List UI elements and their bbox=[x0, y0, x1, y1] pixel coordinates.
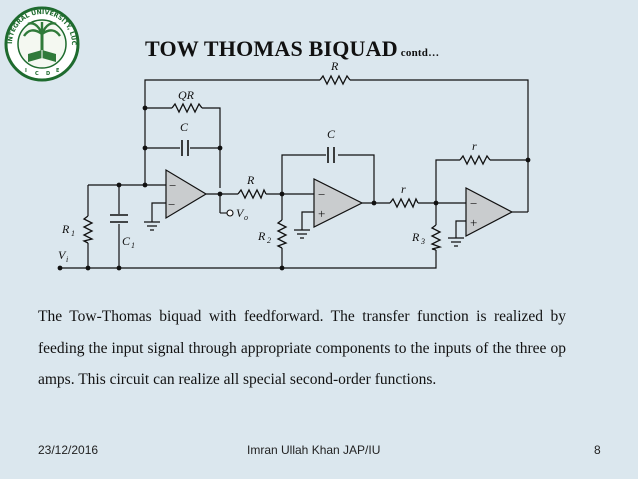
label-vo: V bbox=[236, 206, 245, 220]
label-c1-sub: 1 bbox=[131, 241, 135, 250]
circuit-wires bbox=[60, 79, 529, 269]
op1-minus: − bbox=[169, 178, 176, 193]
op3-plus: + bbox=[470, 215, 477, 230]
resistor-qr bbox=[171, 102, 203, 114]
label-c-feedback: C bbox=[180, 120, 189, 134]
label-qr: QR bbox=[178, 88, 195, 102]
logo-initial: E bbox=[56, 68, 60, 74]
resistor-r3 bbox=[430, 224, 443, 251]
university-logo: INTEGRAL UNIVERSITY, LUCKNOW I C D E bbox=[4, 6, 80, 82]
capacitors bbox=[110, 140, 335, 223]
resistor-r1 bbox=[82, 215, 94, 244]
resistor-r2 bbox=[276, 219, 288, 249]
resistors bbox=[82, 74, 491, 251]
slide-caption: The Tow-Thomas biquad with feedforward. … bbox=[38, 308, 566, 388]
vo-terminal bbox=[226, 209, 234, 217]
label-r2-sub: 2 bbox=[267, 236, 271, 245]
op2-minus: − bbox=[318, 187, 325, 202]
op1-plus: − bbox=[168, 197, 175, 212]
resistor-r-mid bbox=[237, 188, 267, 200]
logo-initial: D bbox=[46, 71, 50, 77]
label-r-top: R bbox=[330, 59, 339, 73]
label-r-small1: r bbox=[401, 182, 406, 196]
slide-title-suffix: contd… bbox=[400, 47, 440, 59]
ground-icon bbox=[144, 221, 160, 231]
resistor-r-small1 bbox=[389, 197, 419, 209]
opamp-signs: − − − + − + bbox=[168, 178, 477, 230]
ground-icon bbox=[448, 237, 464, 247]
label-vi: V bbox=[58, 248, 67, 262]
ground-icon bbox=[294, 229, 310, 239]
ground-symbols bbox=[144, 221, 464, 247]
logo-initial: C bbox=[35, 71, 39, 77]
footer-page-number: 8 bbox=[594, 443, 601, 457]
op-amps bbox=[165, 168, 514, 237]
label-r3-sub: 3 bbox=[420, 237, 425, 246]
label-vo-sub: o bbox=[244, 213, 248, 222]
label-c1: C bbox=[122, 234, 131, 248]
capacitor-c1 bbox=[110, 214, 128, 223]
op3-minus: − bbox=[470, 196, 477, 211]
capacitor-c2 bbox=[327, 147, 335, 163]
logo-initial: I bbox=[25, 68, 27, 74]
label-r-small2: r bbox=[472, 139, 477, 153]
label-r-mid: R bbox=[246, 173, 255, 187]
label-vi-sub: i bbox=[66, 255, 68, 264]
resistor-r-small2 bbox=[459, 154, 491, 166]
label-r1-sub: 1 bbox=[71, 229, 75, 238]
footer-date: 23/12/2016 bbox=[38, 443, 99, 457]
label-c2: C bbox=[327, 127, 336, 141]
slide-title-main: TOW THOMAS BIQUAD bbox=[145, 36, 398, 61]
label-r3: R bbox=[411, 230, 420, 244]
component-labels: R QR C R V o C r r R 1 C 1 R 2 R 3 V i bbox=[58, 59, 477, 264]
opamp-1 bbox=[165, 168, 208, 220]
junction-dots bbox=[57, 105, 531, 271]
capacitor-c-feedback bbox=[181, 140, 189, 156]
label-r2: R bbox=[257, 229, 266, 243]
label-r1: R bbox=[61, 222, 70, 236]
footer-author: Imran Ullah Khan JAP/IU bbox=[247, 443, 381, 457]
opamp-3 bbox=[465, 187, 514, 237]
opamp-2 bbox=[313, 178, 364, 228]
resistor-r-top bbox=[319, 74, 351, 86]
op2-plus: + bbox=[318, 206, 325, 221]
